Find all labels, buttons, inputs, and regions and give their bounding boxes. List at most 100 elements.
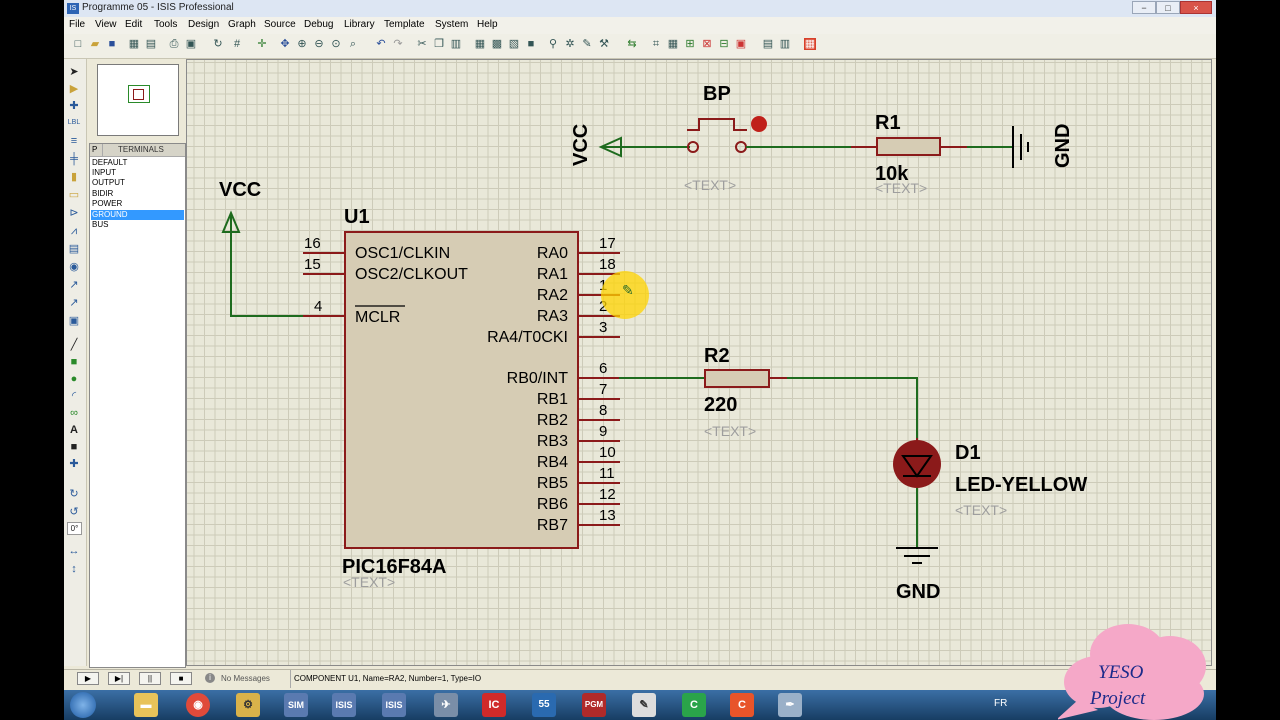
isis-icon-3[interactable]: ISIS xyxy=(382,693,406,717)
bp-button-cap[interactable] xyxy=(687,118,747,131)
save-icon[interactable]: ■ xyxy=(108,38,116,50)
close-button[interactable]: × xyxy=(1180,1,1212,14)
schematic-canvas[interactable]: VCC U1 PIC16F84A <TEXT> 16 15 4 OSC xyxy=(186,59,1212,666)
r1-body[interactable] xyxy=(876,137,941,156)
make-device-icon[interactable]: ✲ xyxy=(565,38,575,50)
menu-view[interactable]: View xyxy=(95,19,117,30)
new-file-icon[interactable]: □ xyxy=(74,38,82,50)
remove-sheet-icon[interactable]: ⊠ xyxy=(702,38,712,50)
menu-file[interactable]: File xyxy=(69,19,86,30)
subcircuit-icon[interactable]: ▮ xyxy=(70,171,78,183)
redraw-icon[interactable]: ↻ xyxy=(213,38,223,50)
u1-body[interactable] xyxy=(344,231,579,549)
network-tool-icon[interactable]: ✈ xyxy=(434,693,458,717)
block-delete-icon[interactable]: ■ xyxy=(527,38,535,50)
isis-sim-icon[interactable]: SIM xyxy=(284,693,308,717)
rotate-anticlockwise-icon[interactable]: ↺ xyxy=(69,506,79,518)
marker-icon[interactable]: ✚ xyxy=(69,458,79,470)
rotation-angle-field[interactable]: 0° xyxy=(67,522,82,535)
terminal-item-default[interactable]: DEFAULT xyxy=(92,158,128,167)
start-button[interactable] xyxy=(70,692,96,718)
stop-button[interactable]: ■ xyxy=(170,672,192,685)
maximize-button[interactable]: □ xyxy=(1156,1,1180,14)
terminal-item-bidir[interactable]: BIDIR xyxy=(92,189,114,198)
text-icon[interactable]: A xyxy=(70,424,78,436)
zoom-all-icon[interactable]: ⊙ xyxy=(331,38,341,50)
component-mode-icon[interactable]: ▶ xyxy=(69,83,79,95)
undo-icon[interactable]: ↶ xyxy=(376,38,386,50)
current-probe-icon[interactable]: ↗ xyxy=(69,297,79,309)
line-icon[interactable]: ╱ xyxy=(70,339,78,351)
explorer-icon[interactable]: ▬ xyxy=(134,693,158,717)
buses-icon[interactable]: ╪ xyxy=(70,153,78,165)
import-icon[interactable]: ▦ xyxy=(128,38,140,50)
virtual-instruments-icon[interactable]: ▣ xyxy=(68,315,80,327)
rotate-clockwise-icon[interactable]: ↻ xyxy=(69,488,79,500)
zoom-area-icon[interactable]: ⌕ xyxy=(349,38,357,50)
arc-icon[interactable]: ◜ xyxy=(71,390,77,402)
new-sheet-icon[interactable]: ⊞ xyxy=(685,38,695,50)
origin-icon[interactable]: ✛ xyxy=(257,38,267,50)
print-icon[interactable]: ⎙ xyxy=(169,38,179,50)
wire-label-icon[interactable]: LBL xyxy=(67,119,81,126)
menu-debug[interactable]: Debug xyxy=(304,19,334,30)
wire-autorouter-icon[interactable]: ⇆ xyxy=(627,38,637,50)
minimize-button[interactable]: − xyxy=(1132,1,1156,14)
device-pins-icon[interactable]: ⊳ xyxy=(69,207,79,219)
open-folder-icon[interactable]: ▰ xyxy=(90,38,100,50)
pen-tool-icon[interactable]: ✒ xyxy=(778,693,802,717)
exit-to-parent-icon[interactable]: ⊟ xyxy=(719,38,729,50)
pick-device-icon[interactable]: ⚲ xyxy=(548,38,558,50)
terminal-item-power[interactable]: POWER xyxy=(92,199,123,208)
c-compiler-icon[interactable]: C xyxy=(730,693,754,717)
menu-help[interactable]: Help xyxy=(477,19,498,30)
text-script-icon[interactable]: ≡ xyxy=(70,135,78,147)
play-button[interactable]: ▶ xyxy=(77,672,99,685)
cut-icon[interactable]: ✂ xyxy=(417,38,427,50)
terminal-item-ground[interactable]: GROUND xyxy=(91,210,184,220)
bp-actuator-icon[interactable] xyxy=(751,116,767,132)
graph-mode-icon[interactable]: ⩘ xyxy=(70,225,78,237)
paint-icon[interactable]: ✎ xyxy=(632,693,656,717)
junction-dot-icon[interactable]: ✚ xyxy=(69,100,79,112)
menu-source[interactable]: Source xyxy=(264,19,296,30)
grid-icon[interactable]: # xyxy=(233,38,241,50)
block-move-icon[interactable]: ▩ xyxy=(491,38,503,50)
overview-window[interactable] xyxy=(97,64,179,136)
selection-mode-icon[interactable]: ➤ xyxy=(69,66,79,78)
messages-status[interactable]: No Messages xyxy=(221,674,270,683)
utility-icon[interactable]: ⚙ xyxy=(236,693,260,717)
copy-icon[interactable]: ❐ xyxy=(434,38,444,50)
block-rotate-icon[interactable]: ▧ xyxy=(508,38,520,50)
camtasia-icon[interactable]: C xyxy=(682,693,706,717)
terminals-mode-icon[interactable]: ▭ xyxy=(68,189,80,201)
menu-design[interactable]: Design xyxy=(188,19,220,30)
tool-55-icon[interactable]: 55 xyxy=(532,693,556,717)
mirror-vertical-icon[interactable]: ↕ xyxy=(71,563,77,575)
language-indicator[interactable]: FR xyxy=(994,698,1008,709)
symbol-icon[interactable]: ■ xyxy=(70,441,78,453)
generator-icon[interactable]: ◉ xyxy=(69,261,79,273)
terminal-item-bus[interactable]: BUS xyxy=(92,220,109,229)
r2-body[interactable] xyxy=(704,369,770,388)
pickit-icon[interactable]: PGM xyxy=(582,693,606,717)
decompose-icon[interactable]: ⚒ xyxy=(599,38,609,50)
box-icon[interactable]: ■ xyxy=(70,356,78,368)
zoom-out-icon[interactable]: ⊖ xyxy=(314,38,324,50)
d1-led-body[interactable] xyxy=(893,440,941,488)
chrome-icon[interactable]: ◉ xyxy=(186,693,210,717)
menu-system[interactable]: System xyxy=(435,19,469,30)
isis-icon-2[interactable]: ISIS xyxy=(332,693,356,717)
menu-graph[interactable]: Graph xyxy=(228,19,256,30)
terminal-item-input[interactable]: INPUT xyxy=(92,168,116,177)
menu-tools[interactable]: Tools xyxy=(154,19,178,30)
paste-icon[interactable]: ▥ xyxy=(450,38,462,50)
block-copy-icon[interactable]: ▦ xyxy=(474,38,486,50)
bill-of-materials-icon[interactable]: ▣ xyxy=(735,38,747,50)
netlist-icon[interactable]: ▥ xyxy=(779,38,791,50)
electrical-check-icon[interactable]: ▤ xyxy=(762,38,774,50)
menu-edit[interactable]: Edit xyxy=(125,19,143,30)
step-button[interactable]: ▶| xyxy=(108,672,130,685)
packaging-tool-icon[interactable]: ✎ xyxy=(582,38,592,50)
pan-icon[interactable]: ✥ xyxy=(280,38,290,50)
